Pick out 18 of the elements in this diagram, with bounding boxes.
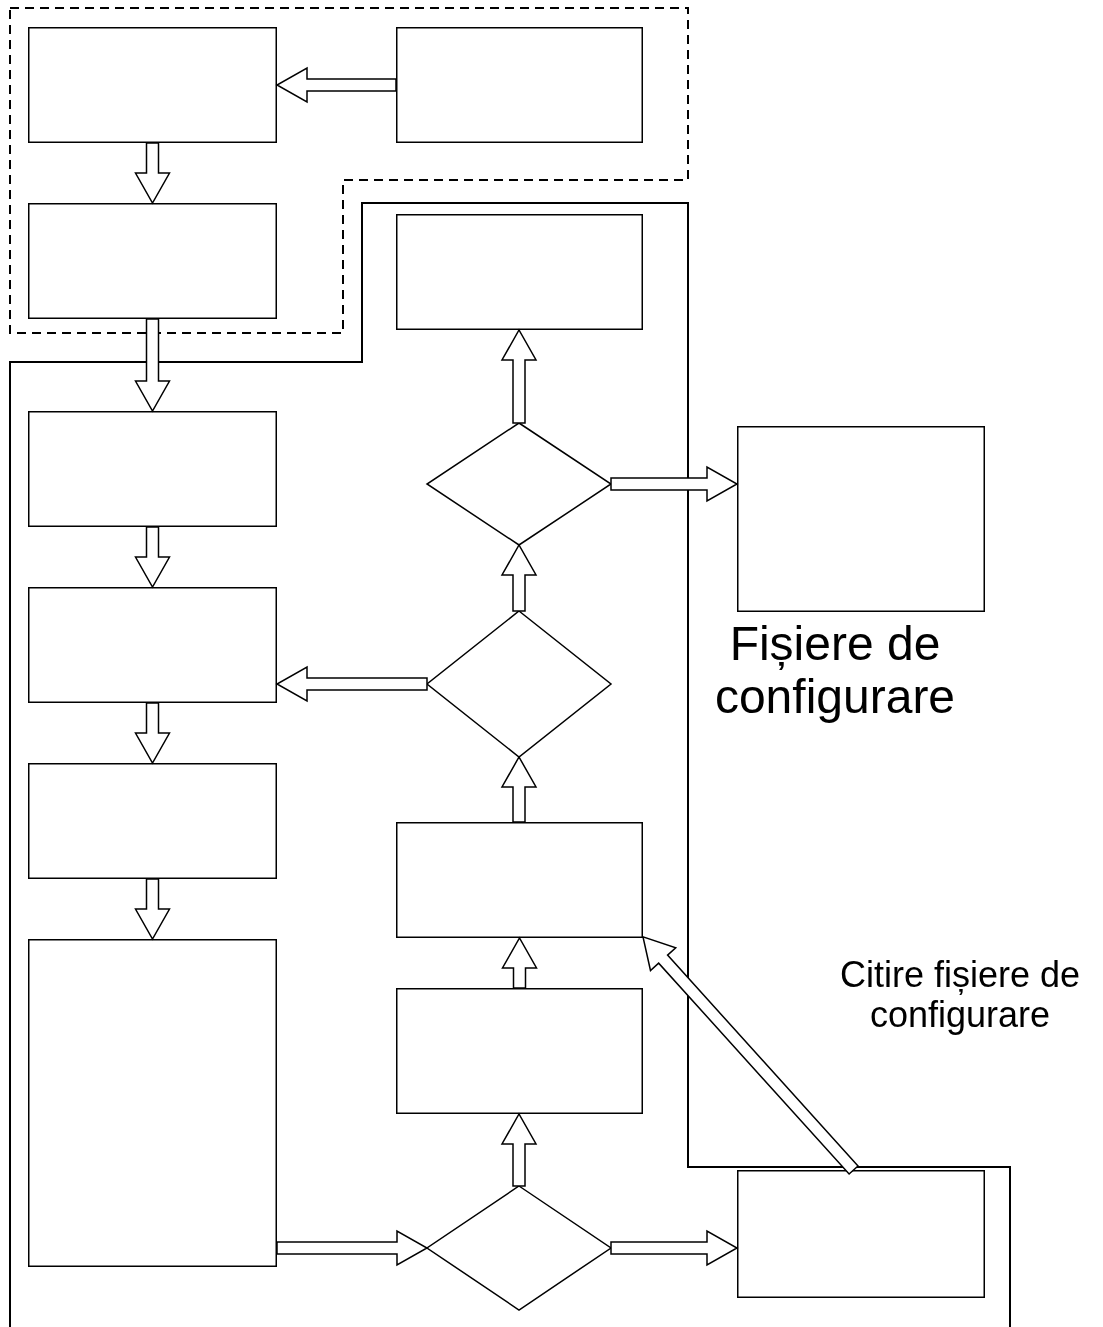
block-arrow: [610, 465, 739, 503]
block-arrow: [500, 543, 538, 612]
block-arrow: [610, 1229, 739, 1267]
block-arrow: [276, 1229, 429, 1267]
block-arrow: [642, 935, 860, 1176]
block-arrow: [500, 1112, 538, 1187]
block-arrow: [134, 142, 171, 205]
block-arrow: [275, 665, 428, 703]
annotation-text: Fișiere de configurare: [713, 618, 957, 724]
block-arrow: [134, 526, 171, 589]
block-arrow: [275, 66, 397, 104]
block-arrow: [500, 755, 538, 823]
block-arrow: [500, 328, 538, 424]
block-arrow: [134, 702, 171, 765]
block-arrow: [134, 878, 171, 941]
block-arrow: [134, 318, 171, 413]
block-arrow: [501, 936, 538, 989]
annotation-text: Citire fișiere de configurare: [838, 955, 1082, 1035]
